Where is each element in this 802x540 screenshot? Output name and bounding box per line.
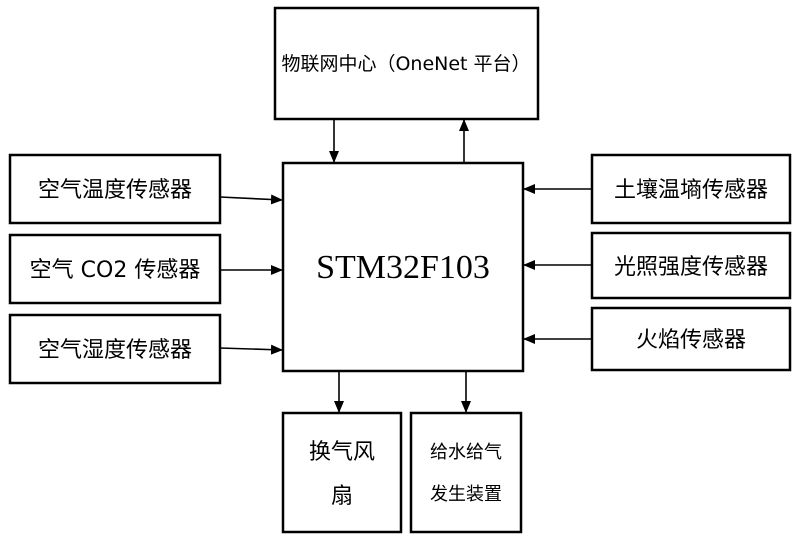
sensor-label: 空气湿度传感器 [38,338,192,363]
sensor-node-air-co2: 空气 CO2 传感器 [8,233,222,305]
output-label-line2: 扇 [331,484,353,509]
sensor-label: 光照强度传感器 [614,255,768,280]
sensor-node-soil-moisture: 土壤温墒传感器 [590,153,792,225]
cloud-platform-node: 物联网中心（OneNet 平台） [273,6,540,121]
sensor-node-light-intensity: 光照强度传感器 [590,231,792,300]
output-node-ventilation-fan: 换气风 扇 [281,411,403,534]
output-label-line1: 给水给气 [430,442,502,463]
arrow-air-temperature-to-mcu [219,194,283,205]
sensor-node-flame: 火焰传感器 [590,306,792,372]
output-node-water-gas-device: 给水给气 发生装置 [409,411,523,534]
cloud-platform-label: 物联网中心（OneNet 平台） [281,53,530,75]
arrow-air-humidity-to-mcu [219,344,283,355]
sensor-label: 空气 CO2 传感器 [30,258,201,283]
output-label-line1: 换气风 [309,440,375,465]
sensor-label: 空气温度传感器 [38,178,192,203]
sensor-node-air-humidity: 空气湿度传感器 [8,313,222,385]
mcu-label: STM32F103 [316,249,490,286]
output-label-line2: 发生装置 [430,484,502,505]
sensor-node-air-temperature: 空气温度传感器 [8,153,222,225]
sensor-label: 火焰传感器 [636,328,746,353]
mcu-node: STM32F103 [281,161,525,373]
sensor-label: 土壤温墒传感器 [614,178,768,203]
